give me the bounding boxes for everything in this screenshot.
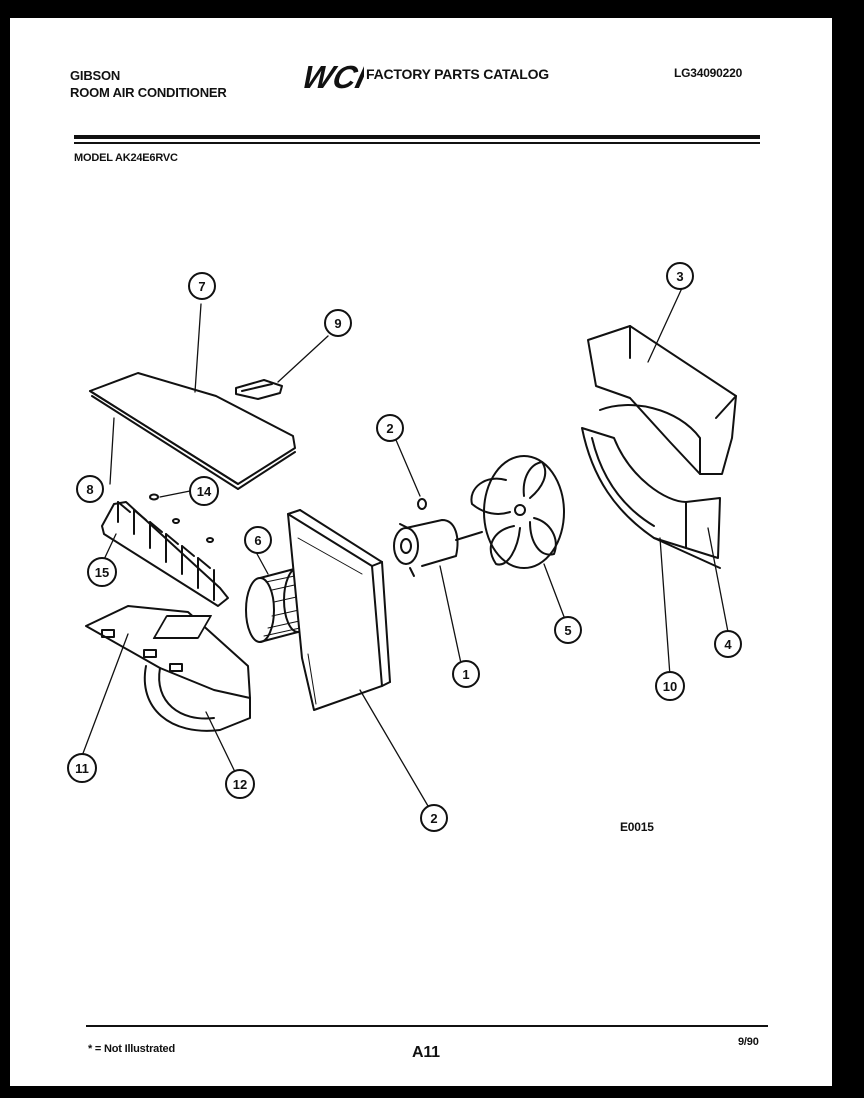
callout-10: 10 bbox=[655, 671, 685, 701]
part-top-panel bbox=[89, 372, 296, 490]
svg-text:5: 5 bbox=[564, 623, 571, 638]
part-shroud-lower bbox=[581, 427, 721, 569]
model-number: MODEL AK24E6RVC bbox=[74, 152, 178, 164]
brand-name: GIBSON bbox=[70, 68, 121, 83]
callout-7: 7 bbox=[188, 272, 216, 300]
svg-text:10: 10 bbox=[663, 679, 677, 694]
svg-text:3: 3 bbox=[676, 269, 683, 284]
date-code: 9/90 bbox=[738, 1036, 759, 1048]
header-rule bbox=[74, 135, 760, 139]
svg-text:2: 2 bbox=[430, 811, 437, 826]
callout-8: 8 bbox=[76, 475, 104, 503]
svg-text:4: 4 bbox=[724, 637, 732, 652]
svg-text:1: 1 bbox=[462, 667, 469, 682]
part-shroud-upper bbox=[587, 325, 737, 475]
part-bracket bbox=[235, 379, 283, 400]
callout-6: 6 bbox=[244, 526, 272, 554]
callout-2-housing: 2 bbox=[420, 804, 448, 832]
diagram-code: E0015 bbox=[620, 820, 654, 834]
svg-text:7: 7 bbox=[198, 279, 205, 294]
svg-text:2: 2 bbox=[386, 421, 393, 436]
leader-lines bbox=[81, 287, 729, 807]
callouts: 7 9 3 2 8 14 6 15 5 4 1 10 11 12 2 bbox=[67, 262, 742, 832]
svg-text:12: 12 bbox=[233, 777, 247, 792]
part-motor-housing bbox=[287, 509, 391, 711]
exploded-parts-diagram: 7 9 3 2 8 14 6 15 5 4 1 10 11 12 2 bbox=[67, 262, 742, 832]
callout-2-screw: 2 bbox=[376, 414, 404, 442]
svg-text:11: 11 bbox=[75, 761, 89, 776]
part-orifice-15 bbox=[101, 501, 229, 607]
svg-text:14: 14 bbox=[197, 484, 212, 499]
catalog-number: LG34090220 bbox=[674, 66, 743, 80]
callout-14: 14 bbox=[189, 476, 219, 506]
part-motor bbox=[393, 519, 483, 577]
footnote: * = Not Illustrated bbox=[88, 1043, 175, 1055]
svg-text:8: 8 bbox=[86, 482, 93, 497]
callout-15: 15 bbox=[87, 557, 117, 587]
svg-text:9: 9 bbox=[334, 316, 341, 331]
footer-rule bbox=[86, 1025, 768, 1027]
header-rule-thin bbox=[74, 142, 760, 144]
part-screw-14 bbox=[149, 493, 159, 501]
part-scroll-housing bbox=[85, 605, 251, 732]
wci-logo: WCI bbox=[300, 59, 364, 92]
part-axial-fan bbox=[470, 455, 565, 569]
svg-text:6: 6 bbox=[254, 533, 261, 548]
product-type: ROOM AIR CONDITIONER bbox=[70, 85, 227, 100]
page-number: A11 bbox=[412, 1044, 440, 1061]
callout-12: 12 bbox=[225, 769, 255, 799]
callout-4: 4 bbox=[714, 630, 742, 658]
callout-9: 9 bbox=[324, 309, 352, 337]
part-screw-2 bbox=[417, 498, 427, 510]
svg-text:15: 15 bbox=[95, 565, 109, 580]
catalog-title: FACTORY PARTS CATALOG bbox=[366, 66, 549, 82]
callout-11: 11 bbox=[67, 753, 97, 783]
callout-1: 1 bbox=[452, 660, 480, 688]
callout-5: 5 bbox=[554, 616, 582, 644]
callout-3: 3 bbox=[666, 262, 694, 290]
wci-logo-text: WCI bbox=[300, 59, 364, 92]
catalog-sheet: GIBSON ROOM AIR CONDITIONER WCI FACTORY … bbox=[10, 18, 832, 1086]
